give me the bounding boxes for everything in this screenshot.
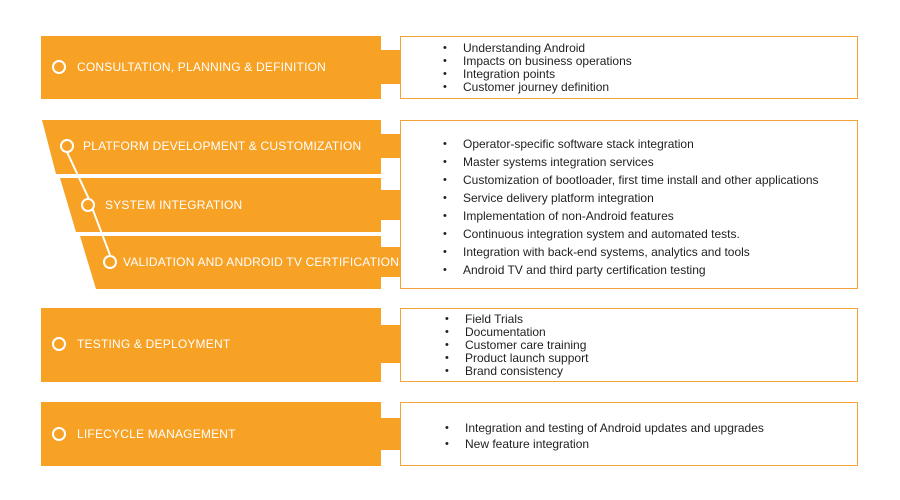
list-item: •Customization of bootloader, first time…	[443, 173, 819, 187]
stage-2-circle-icon	[60, 139, 74, 153]
list-item: •Integration points	[443, 67, 556, 81]
stage-3-circle-icon	[81, 198, 95, 212]
stage-2-label: PLATFORM DEVELOPMENT & CUSTOMIZATION	[83, 139, 362, 153]
bullet-icon: •	[443, 264, 447, 276]
stage-3-label: SYSTEM INTEGRATION	[105, 198, 243, 212]
list-item: •Android TV and third party certificatio…	[443, 263, 706, 277]
stage-6-arrow	[41, 402, 434, 466]
list-item: •Master systems integration services	[443, 155, 654, 169]
stage-5-arrow	[41, 308, 434, 382]
bullet-icon: •	[443, 174, 447, 186]
stage-1-arrow	[41, 36, 434, 99]
stage-1-label: CONSULTATION, PLANNING & DEFINITION	[77, 60, 327, 74]
bullet-icon: •	[445, 438, 449, 450]
bullet-icon: •	[445, 422, 449, 434]
stage-5-label: TESTING & DEPLOYMENT	[77, 337, 231, 351]
bullet-icon: •	[443, 246, 447, 258]
bullet-icon: •	[443, 68, 447, 80]
stage-4-circle-icon	[103, 255, 117, 269]
list-item: •Customer journey definition	[443, 80, 610, 94]
stage-4-label: VALIDATION AND ANDROID TV CERTIFICATIONS	[123, 255, 408, 269]
stage-2-arrow	[42, 120, 434, 174]
list-item: •Impacts on business operations	[443, 54, 632, 68]
list-item: •Product launch support	[445, 351, 589, 365]
list-item: •Documentation	[445, 325, 546, 339]
panel-lifecycle-management: •Integration and testing of Android upda…	[400, 402, 858, 466]
bullet-icon: •	[443, 42, 447, 54]
list-item: •Continuous integration system and autom…	[443, 227, 740, 241]
list-item: •Service delivery platform integration	[443, 191, 654, 205]
bullet-icon: •	[443, 55, 447, 67]
stage-4-arrow	[80, 236, 434, 289]
stage-connector-line	[66, 151, 111, 256]
list-item: •Understanding Android	[443, 41, 586, 55]
stage-3-arrow	[60, 178, 434, 232]
bullet-icon: •	[445, 365, 449, 377]
bullet-icon: •	[445, 352, 449, 364]
stage-6-circle-icon	[52, 427, 66, 441]
list-item: •New feature integration	[445, 437, 590, 451]
list-item: •Brand consistency	[445, 364, 564, 378]
stage-5-circle-icon	[52, 337, 66, 351]
bullet-icon: •	[443, 210, 447, 222]
list-item: •Integration and testing of Android upda…	[445, 421, 764, 435]
bullet-icon: •	[445, 326, 449, 338]
bullet-icon: •	[443, 156, 447, 168]
list-item: •Operator-specific software stack integr…	[443, 137, 694, 151]
stage-6-label: LIFECYCLE MANAGEMENT	[77, 427, 236, 441]
bullet-icon: •	[443, 81, 447, 93]
list-item: •Customer care training	[445, 338, 587, 352]
list-item: •Implementation of non-Android features	[443, 209, 674, 223]
stage-1-circle-icon	[52, 60, 66, 74]
panel-platform-development: •Operator-specific software stack integr…	[400, 120, 858, 289]
bullet-icon: •	[443, 138, 447, 150]
panel-consultation: •Understanding Android •Impacts on busin…	[400, 36, 858, 99]
bullet-icon: •	[445, 339, 449, 351]
bullet-icon: •	[443, 192, 447, 204]
bullet-icon: •	[445, 313, 449, 325]
panel-testing-deployment: •Field Trials •Documentation •Customer c…	[400, 308, 858, 382]
list-item: •Field Trials	[445, 312, 524, 326]
bullet-icon: •	[443, 228, 447, 240]
list-item: •Integration with back-end systems, anal…	[443, 245, 750, 259]
